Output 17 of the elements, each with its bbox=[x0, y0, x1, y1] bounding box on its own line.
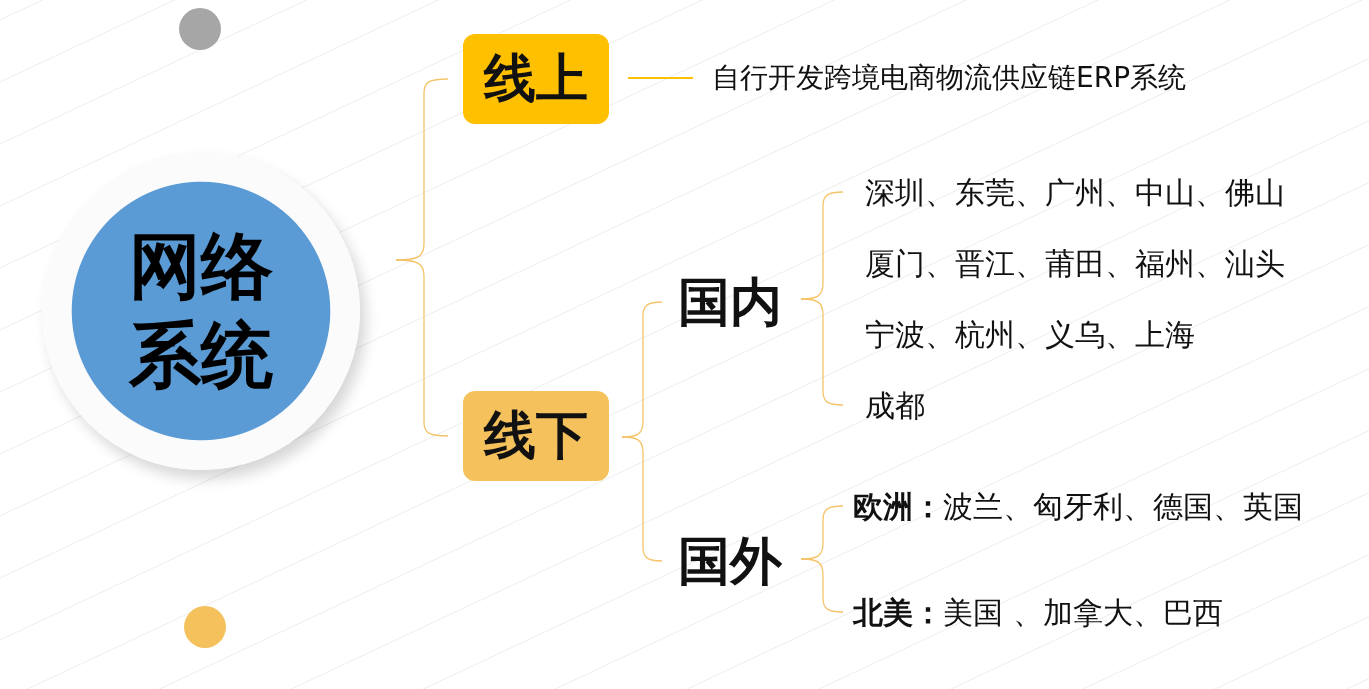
brace-connector bbox=[621, 436, 663, 562]
brace-connector bbox=[800, 558, 844, 613]
city-list: 厦门、晋江、莆田、福州、汕头 bbox=[865, 242, 1285, 284]
city-list: 宁波、杭州、义乌、上海 bbox=[865, 313, 1195, 355]
branch-heading: 国外 bbox=[678, 526, 782, 596]
circle-node: 网络系统 bbox=[42, 152, 360, 470]
category-box: 线下 bbox=[463, 391, 609, 481]
brace-connector bbox=[800, 298, 844, 406]
description-text: 自行开发跨境电商物流供应链ERP系统 bbox=[712, 59, 1187, 97]
country-list: 北美：美国 、加拿大、巴西 bbox=[853, 591, 1223, 633]
city-list: 深圳、东莞、广州、中山、佛山 bbox=[865, 171, 1285, 213]
city-list: 成都 bbox=[865, 384, 925, 426]
category-box: 线上 bbox=[463, 34, 609, 124]
connector-line bbox=[627, 77, 694, 79]
branch-heading: 国内 bbox=[678, 267, 782, 337]
brace-connector bbox=[395, 259, 449, 437]
country-list: 欧洲：波兰、匈牙利、德国、英国 bbox=[853, 485, 1303, 527]
